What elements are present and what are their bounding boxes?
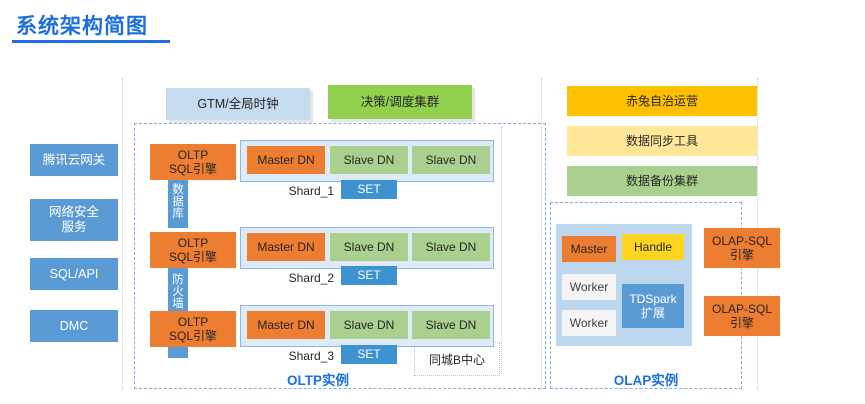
database-firewall-bar-upper: 数 据 库 [168,176,188,228]
sidebar-item-dmc-label: DMC [59,318,89,333]
firewall-char-1: 据 [172,195,184,208]
shard-1-slave-dn-1[interactable]: Slave DN [330,146,408,174]
olap-worker-node-1[interactable]: Worker [562,274,616,300]
sidebar-item-gateway-label: 腾讯云网关 [42,152,106,167]
shard-3-slave-dn-1[interactable]: Slave DN [330,311,408,339]
shard-1-slave-dn-2-label: Slave DN [425,152,477,167]
olap-sql-engine-1-label: OLAP-SQL 引擎 [711,233,773,262]
oltp-sql-engine-1-label: OLTP SQL引擎 [168,147,217,176]
shard-2-set-badge: SET [341,266,397,285]
olap-master-node[interactable]: Master [562,236,616,262]
oltp-sql-engine-1[interactable]: OLTP SQL引擎 [150,144,236,180]
olap-tdspark-node[interactable]: TDSpark扩展 [622,284,684,328]
firewall-char-4: 火 [172,285,184,298]
olap-worker-node-2[interactable]: Worker [562,310,616,336]
database-firewall-bar-lower: 防 火 墙 [168,266,188,318]
shard-2-name: Shard_2 [288,271,334,285]
chitu-ops-label: 赤兔自治运营 [625,93,698,108]
divider-mid-dotted [501,126,502,374]
oltp-sql-engine-2[interactable]: OLTP SQL引擎 [150,232,236,268]
divider-left-dotted [122,78,123,390]
oltp-instance-label: OLTP实例 [287,373,349,388]
scheduler-cluster-box: 决策/调度集群 [328,85,472,119]
oltp-sql-engine-3[interactable]: OLTP SQL引擎 [150,311,236,347]
data-backup-cluster-box[interactable]: 数据备份集群 [567,166,757,196]
oltp-instance-container [134,123,546,389]
shard-3-slave-dn-2-label: Slave DN [425,317,477,332]
shard-3-slave-dn-2[interactable]: Slave DN [412,311,490,339]
shard-2-master-dn-label: Master DN [257,239,315,254]
shard-1-set-badge: SET [341,180,397,199]
olap-master-node-label: Master [570,241,608,256]
shard-3-name: Shard_3 [288,349,334,363]
sidebar-item-sql-api-label: SQL/API [49,266,99,281]
shard-1-slave-dn-1-label: Slave DN [343,152,395,167]
shard-2-slave-dn-2[interactable]: Slave DN [412,233,490,261]
gtm-global-clock-box: GTM/全局时钟 [166,88,310,120]
olap-handle-node[interactable]: Handle [622,234,684,260]
shard-2-slave-dn-1[interactable]: Slave DN [330,233,408,261]
shard-1-master-dn[interactable]: Master DN [247,146,325,174]
sidebar-item-network-security[interactable]: 网络安全 服务 [30,199,118,241]
shard-1-slave-dn-2[interactable]: Slave DN [412,146,490,174]
data-backup-cluster-label: 数据备份集群 [625,173,698,188]
secondary-center-label: 同城B中心 [428,352,485,367]
shard-3-master-dn[interactable]: Master DN [247,311,325,339]
shard-1-master-dn-label: Master DN [257,152,315,167]
shard-3-slave-dn-1-label: Slave DN [343,317,395,332]
shard-1-name: Shard_1 [288,184,334,198]
sidebar-item-gateway[interactable]: 腾讯云网关 [30,144,118,176]
firewall-char-2: 库 [172,208,184,221]
shard-3-master-dn-label: Master DN [257,317,315,332]
oltp-sql-engine-3-label: OLTP SQL引擎 [168,314,217,343]
shard-2-slave-dn-1-label: Slave DN [343,239,395,254]
shard-2-master-dn[interactable]: Master DN [247,233,325,261]
olap-instance-container [550,202,742,389]
data-sync-tool-label: 数据同步工具 [625,133,698,148]
olap-handle-node-label: Handle [633,239,673,254]
firewall-char-0: 数 [172,183,184,196]
chitu-ops-box[interactable]: 赤兔自治运营 [567,86,757,116]
olap-worker-node-2-label: Worker [569,315,609,330]
data-sync-tool-box[interactable]: 数据同步工具 [567,126,757,156]
sidebar-item-sql-api[interactable]: SQL/API [30,258,118,290]
sidebar-item-network-security-label: 网络安全 服务 [48,205,99,234]
olap-sql-engine-1[interactable]: OLAP-SQL 引擎 [704,228,780,268]
firewall-char-5: 墙 [172,298,184,311]
title-underline [12,40,170,43]
oltp-sql-engine-2-label: OLTP SQL引擎 [168,235,217,264]
shard-3-set-badge: SET [341,345,397,364]
olap-instance-label: OLAP实例 [613,373,679,388]
sidebar-item-dmc[interactable]: DMC [30,310,118,342]
page-title: 系统架构简图 [16,15,148,38]
olap-sql-engine-2-label: OLAP-SQL 引擎 [711,301,773,330]
olap-tdspark-node-label: TDSpark扩展 [629,291,677,320]
olap-sql-engine-2[interactable]: OLAP-SQL 引擎 [704,296,780,336]
shard-2-slave-dn-2-label: Slave DN [425,239,477,254]
olap-worker-node-1-label: Worker [569,279,609,294]
divider-right-dotted [541,78,542,390]
firewall-char-3: 防 [172,273,184,286]
